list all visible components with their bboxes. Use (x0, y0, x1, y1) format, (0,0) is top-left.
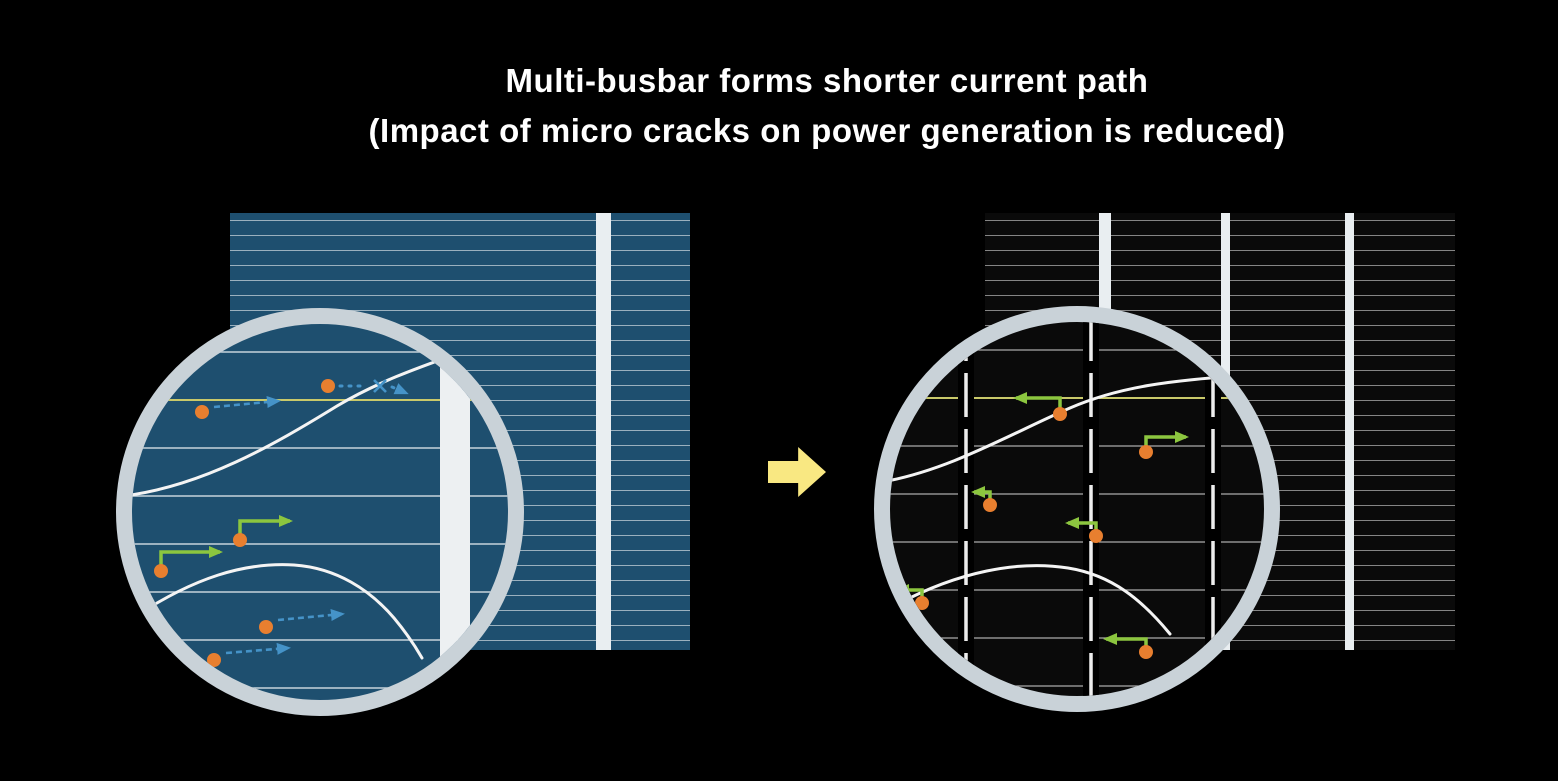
crack-lines (890, 372, 1260, 636)
short-current-paths (159, 515, 293, 567)
electron-dot (1089, 529, 1103, 543)
short-path-arrow (159, 546, 223, 567)
title-line-2: (Impact of micro cracks on power generat… (368, 112, 1286, 149)
electron-dot (207, 653, 221, 667)
electron-dot (154, 564, 168, 578)
right-magnifier (874, 306, 1280, 712)
left-magnifier-view (132, 324, 508, 700)
electron-dot (233, 533, 247, 547)
long-path-arrow (277, 609, 345, 622)
electron-dot (915, 596, 929, 610)
blocked-x-mark (373, 379, 387, 393)
multi-busbars (958, 322, 1221, 696)
electron-dot (983, 498, 997, 512)
dotted-path-arrow (390, 383, 409, 395)
busbar (1345, 213, 1354, 650)
busbar (440, 324, 470, 700)
micro-crack (132, 342, 486, 497)
electron-dot (1139, 645, 1153, 659)
short-current-paths (895, 392, 1189, 650)
short-path-arrow (238, 515, 293, 536)
title-line-1: Multi-busbar forms shorter current path (505, 62, 1149, 99)
long-path-arrow (225, 642, 291, 655)
long-current-paths (195, 379, 409, 667)
electron-dot (259, 620, 273, 634)
electron-dot (195, 405, 209, 419)
electron-dot (321, 379, 335, 393)
right-magnifier-view (890, 322, 1264, 696)
electron-dot (1053, 407, 1067, 421)
micro-crack (896, 564, 1172, 636)
micro-crack (890, 372, 1260, 482)
long-path-arrow (213, 396, 281, 409)
right-arrow-icon (768, 447, 826, 497)
left-magnifier (116, 308, 524, 716)
short-path-arrow (1013, 392, 1062, 412)
micro-crack (134, 563, 424, 660)
busbar (596, 213, 611, 650)
electron-dot (1139, 445, 1153, 459)
short-path-arrow (1103, 633, 1148, 650)
crack-lines (132, 342, 486, 660)
diagram-title: Multi-busbar forms shorter current path … (0, 56, 1558, 156)
short-path-arrow (1144, 431, 1189, 450)
